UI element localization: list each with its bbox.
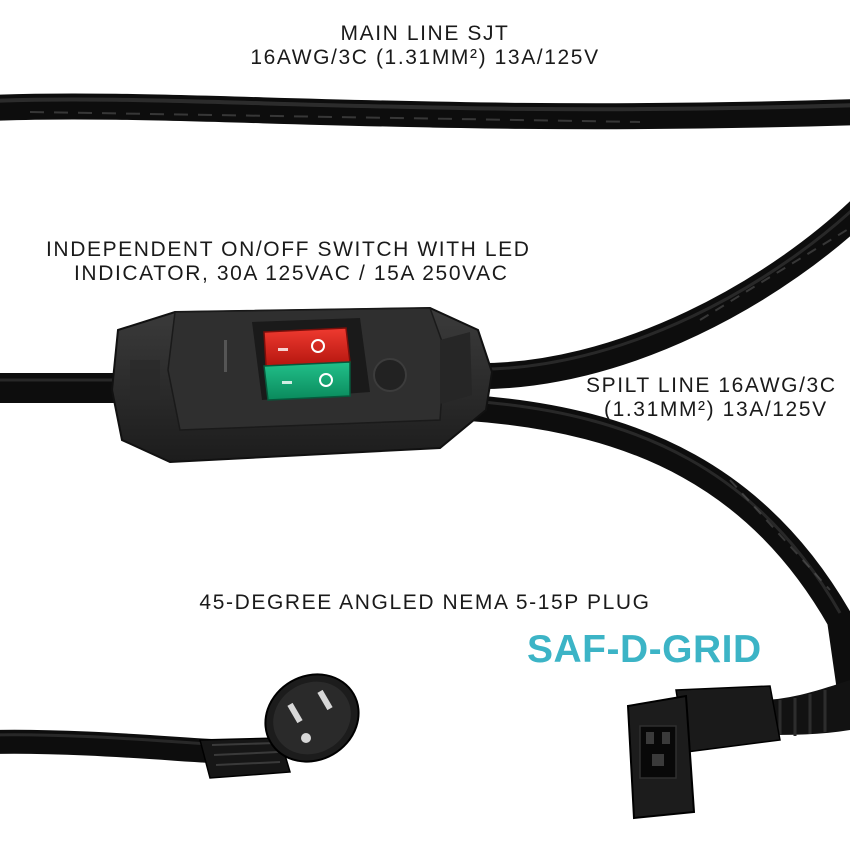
switch-label-line-1: INDEPENDENT ON/OFF SWITCH WITH LED	[46, 238, 531, 261]
main-line-label: MAIN LINE SJT 16AWG/3C (1.31MM²) 13A/125…	[0, 22, 850, 70]
main-line-label-line-1: MAIN LINE SJT	[340, 22, 510, 45]
angled-nema-5-15p-plug-icon	[199, 673, 360, 779]
switch-label-line-2: INDICATOR, 30A 125VAC / 15A 250VAC	[74, 262, 509, 285]
iec-c19-connector-icon	[626, 680, 850, 820]
main-line-label-line-2: 16AWG/3C (1.31MM²) 13A/125V	[250, 46, 600, 69]
split-line-label: SPILT LINE 16AWG/3C (1.31MM²) 13A/125V	[586, 374, 837, 422]
switch-label: INDEPENDENT ON/OFF SWITCH WITH LED INDIC…	[46, 238, 531, 286]
main-cable	[0, 93, 850, 130]
plug-cable	[0, 729, 231, 764]
plug-label-text: 45-DEGREE ANGLED NEMA 5-15P PLUG	[199, 591, 651, 614]
plug-label: 45-DEGREE ANGLED NEMA 5-15P PLUG	[0, 591, 850, 615]
brand-logo-text: SAF-D-GRID	[527, 628, 762, 671]
split-cable-lower	[469, 395, 850, 692]
split-line-label-line-2: (1.31MM²) 13A/125V	[604, 398, 828, 421]
green-rocker-switch-icon	[263, 361, 351, 401]
red-rocker-switch-icon	[263, 327, 351, 367]
split-line-label-line-1: SPILT LINE 16AWG/3C	[586, 374, 837, 397]
split-cable-upper	[469, 201, 850, 390]
